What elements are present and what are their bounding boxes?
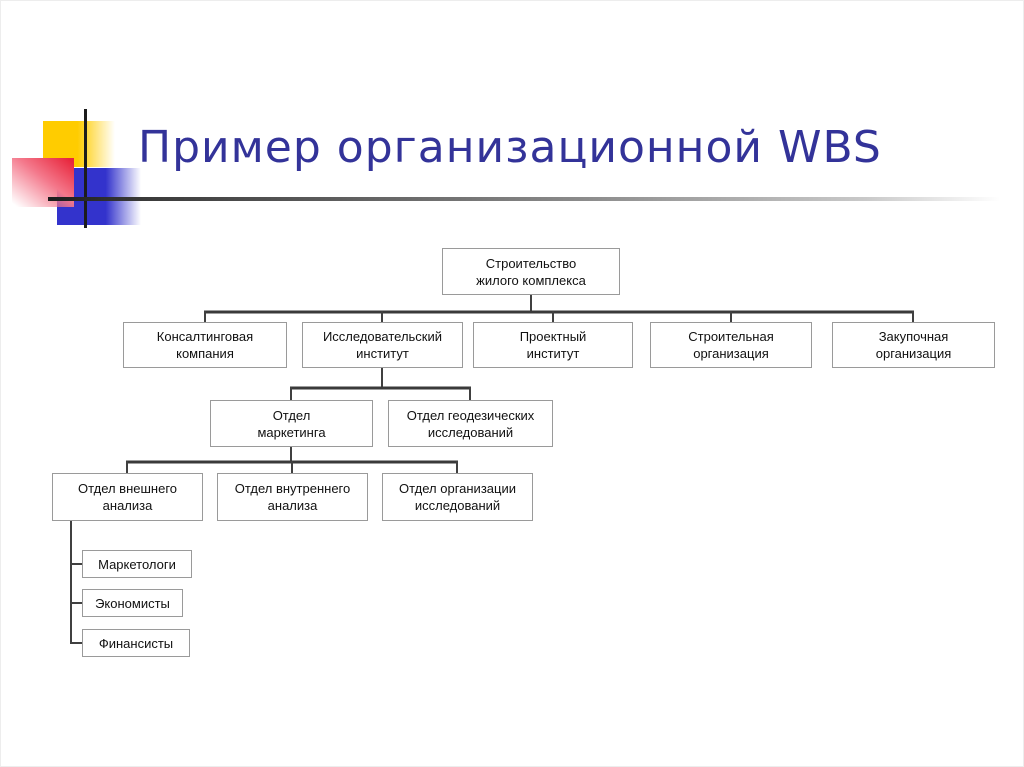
node-financiers: Финансисты xyxy=(82,629,190,657)
node-marketers: Маркетологи xyxy=(82,550,192,578)
decor-cross-vertical-line xyxy=(84,109,87,228)
node-label: Отдел геодезических исследований xyxy=(406,407,535,440)
node-research-organization-dept: Отдел организации исследований xyxy=(382,473,533,521)
title-underline-rule xyxy=(48,197,1010,201)
node-construction-organization: Строительная организация xyxy=(650,322,812,368)
node-consulting-company: Консалтинговая компания xyxy=(123,322,287,368)
node-construction-complex: Строительство жилого комплекса xyxy=(442,248,620,295)
node-label: Строительство жилого комплекса xyxy=(476,255,586,288)
node-label: Отдел маркетинга xyxy=(257,407,326,440)
node-label: Проектный институт xyxy=(519,329,587,361)
node-label: Строительная организация xyxy=(688,329,774,361)
node-design-institute: Проектный институт xyxy=(473,322,633,368)
node-label: Консалтинговая компания xyxy=(156,329,254,361)
node-research-institute: Исследовательский институт xyxy=(302,322,463,368)
page-title: Пример организационной WBS xyxy=(138,122,882,173)
node-label: Отдел внешнего анализа xyxy=(77,481,178,513)
node-marketing-dept: Отдел маркетинга xyxy=(210,400,373,447)
node-label: Отдел организации исследований xyxy=(399,481,516,513)
node-label: Закупочная организация xyxy=(875,329,952,361)
node-procurement-organization: Закупочная организация xyxy=(832,322,995,368)
node-external-analysis-dept: Отдел внешнего анализа xyxy=(52,473,203,521)
node-label: Финансисты xyxy=(98,635,174,651)
node-economists: Экономисты xyxy=(82,589,183,617)
node-label: Экономисты xyxy=(95,595,170,611)
node-internal-analysis-dept: Отдел внутреннего анализа xyxy=(217,473,368,521)
node-label: Отдел внутреннего анализа xyxy=(234,481,351,513)
node-label: Маркетологи xyxy=(98,556,176,572)
node-label: Исследовательский институт xyxy=(322,329,443,361)
node-geodesy-research-dept: Отдел геодезических исследований xyxy=(388,400,553,447)
